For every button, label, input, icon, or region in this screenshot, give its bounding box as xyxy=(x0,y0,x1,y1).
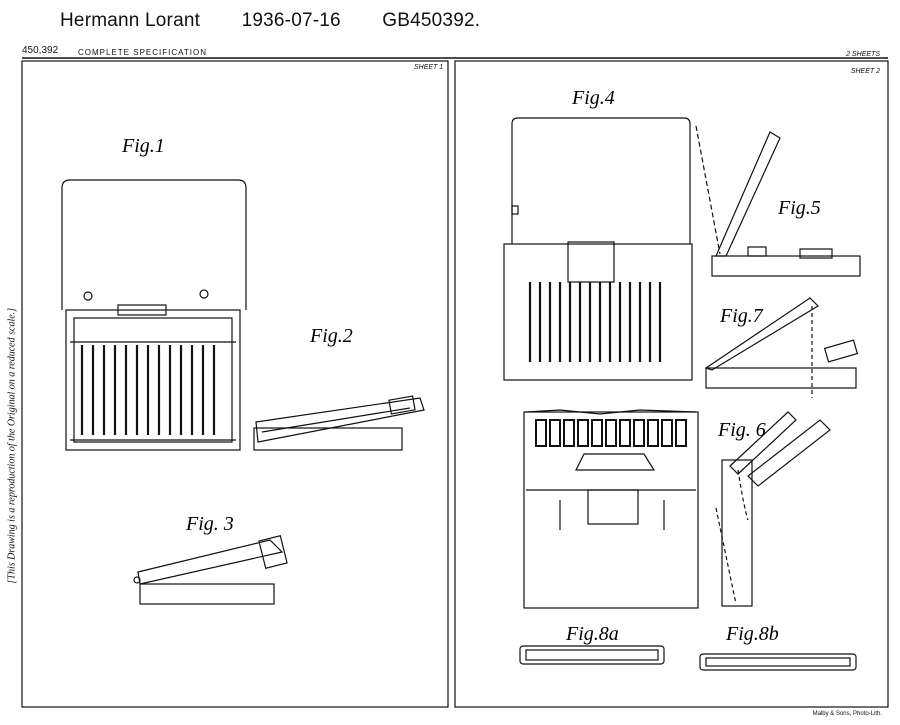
fig4-label: Fig.4 xyxy=(571,87,615,109)
fig8a-label: Fig.8a xyxy=(565,623,619,645)
fig1-drawing xyxy=(62,180,246,450)
fig-open-case-drawing xyxy=(524,410,698,608)
sheet1-frame xyxy=(22,61,448,707)
fig6-label: Fig. 6 xyxy=(717,419,766,441)
fig8b-label: Fig.8b xyxy=(725,623,779,645)
fig2-drawing xyxy=(254,396,424,450)
fig3-label: Fig. 3 xyxy=(185,513,234,535)
fig5-label: Fig.5 xyxy=(777,197,821,219)
fig8-drawings xyxy=(520,646,856,670)
fig4-drawing xyxy=(504,118,692,380)
fig1-label: Fig.1 xyxy=(121,135,165,157)
fig2-label: Fig.2 xyxy=(309,325,353,347)
sheet2-frame xyxy=(455,61,888,707)
fig6-drawing xyxy=(716,412,830,606)
fig7-label: Fig.7 xyxy=(719,305,764,327)
fig3-drawing xyxy=(134,536,287,604)
